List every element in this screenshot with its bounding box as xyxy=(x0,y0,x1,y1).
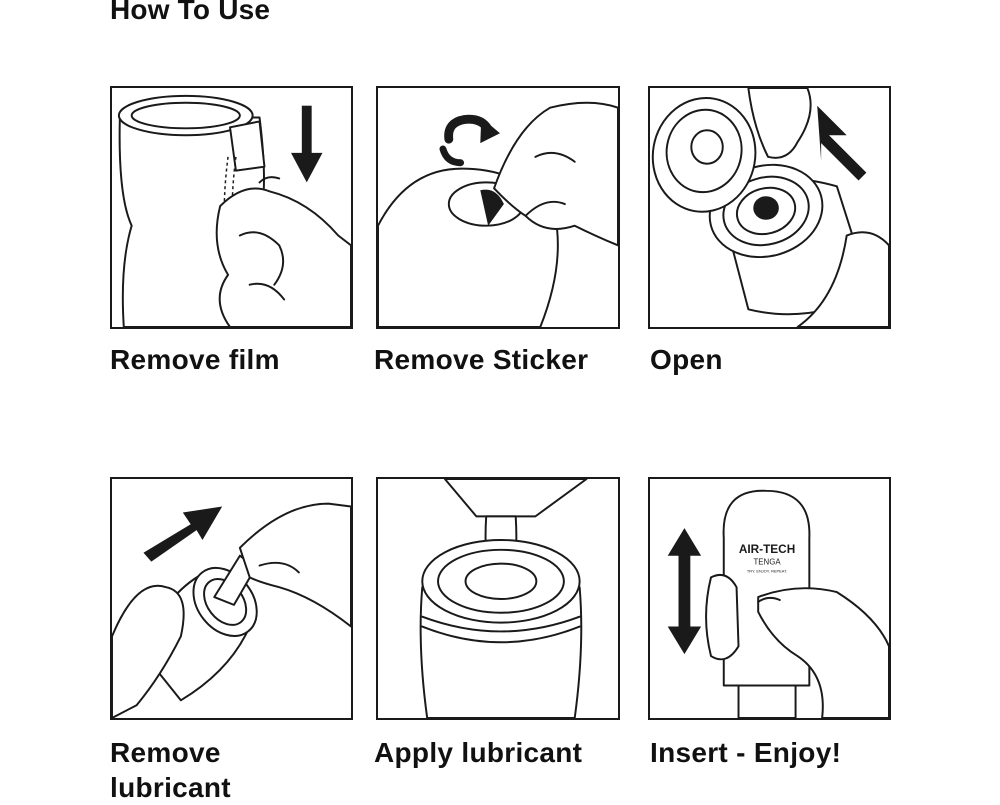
arrow-up-left-icon xyxy=(817,105,867,181)
step-1-caption: Remove film xyxy=(110,344,280,375)
step-1-illustration xyxy=(110,86,353,329)
step-2-caption: Remove Sticker xyxy=(374,344,589,375)
step-4-caption: Remove lubricant xyxy=(110,737,231,803)
hand xyxy=(747,88,889,327)
sticker xyxy=(480,189,504,226)
page-title: How To Use xyxy=(110,0,271,25)
arrow-down-icon xyxy=(291,105,323,183)
step-3-caption: Open xyxy=(650,344,723,375)
step-5-illustration xyxy=(376,477,620,720)
hand xyxy=(112,502,351,718)
arrow-up-right-icon xyxy=(143,506,223,562)
step-5-caption: Apply lubricant xyxy=(374,737,583,768)
step-6-caption: Insert - Enjoy! xyxy=(650,737,842,768)
hand xyxy=(705,574,889,718)
logo-sub: TENGA xyxy=(754,558,782,567)
step-3-illustration xyxy=(648,86,891,329)
hand xyxy=(493,101,618,247)
step-6-illustration: AIR-TECH TENGA TRY. ENJOY. REPEAT. xyxy=(648,477,891,720)
lid xyxy=(651,97,757,213)
logo-brand: AIR-TECH xyxy=(739,542,795,556)
step-2-illustration xyxy=(376,86,620,329)
cup-body xyxy=(419,538,583,718)
logo-tagline: TRY. ENJOY. REPEAT. xyxy=(747,568,787,573)
double-arrow-icon xyxy=(667,528,702,655)
cup-body xyxy=(708,163,873,316)
rotate-arrow-icon xyxy=(439,114,500,167)
hand xyxy=(215,176,351,327)
step-4-illustration xyxy=(110,477,353,720)
